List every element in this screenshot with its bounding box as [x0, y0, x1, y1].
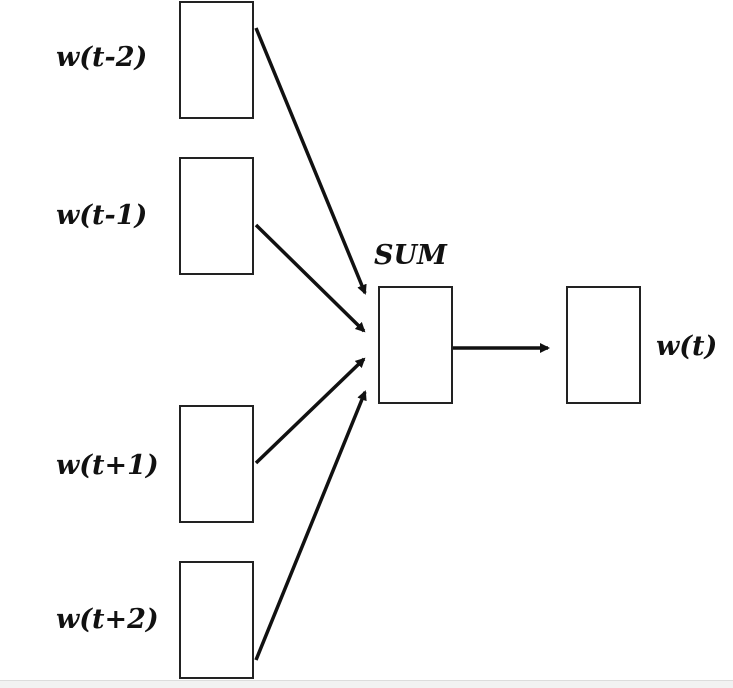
input-box-w-t-plus-1 — [179, 405, 254, 523]
arrow-from-w-t-plus-2 — [254, 390, 367, 661]
output-box — [566, 286, 641, 404]
input-label-w-t-minus-1: w(t-1) — [56, 200, 148, 231]
bottom-edge-strip — [0, 680, 733, 688]
input-label-w-t-minus-2: w(t-2) — [56, 42, 148, 73]
arrow-from-w-t-minus-2 — [254, 27, 367, 295]
sum-label: SUM — [374, 240, 447, 271]
arrow-from-w-t-plus-1 — [254, 357, 366, 465]
arrow-from-w-t-minus-1 — [254, 223, 366, 333]
input-label-w-t-plus-1: w(t+1) — [56, 450, 159, 481]
input-box-w-t-minus-2 — [179, 1, 254, 119]
input-box-w-t-minus-1 — [179, 157, 254, 275]
input-label-w-t-plus-2: w(t+2) — [56, 604, 159, 635]
input-box-w-t-plus-2 — [179, 561, 254, 679]
output-label: w(t) — [656, 331, 718, 362]
sum-box — [378, 286, 453, 404]
